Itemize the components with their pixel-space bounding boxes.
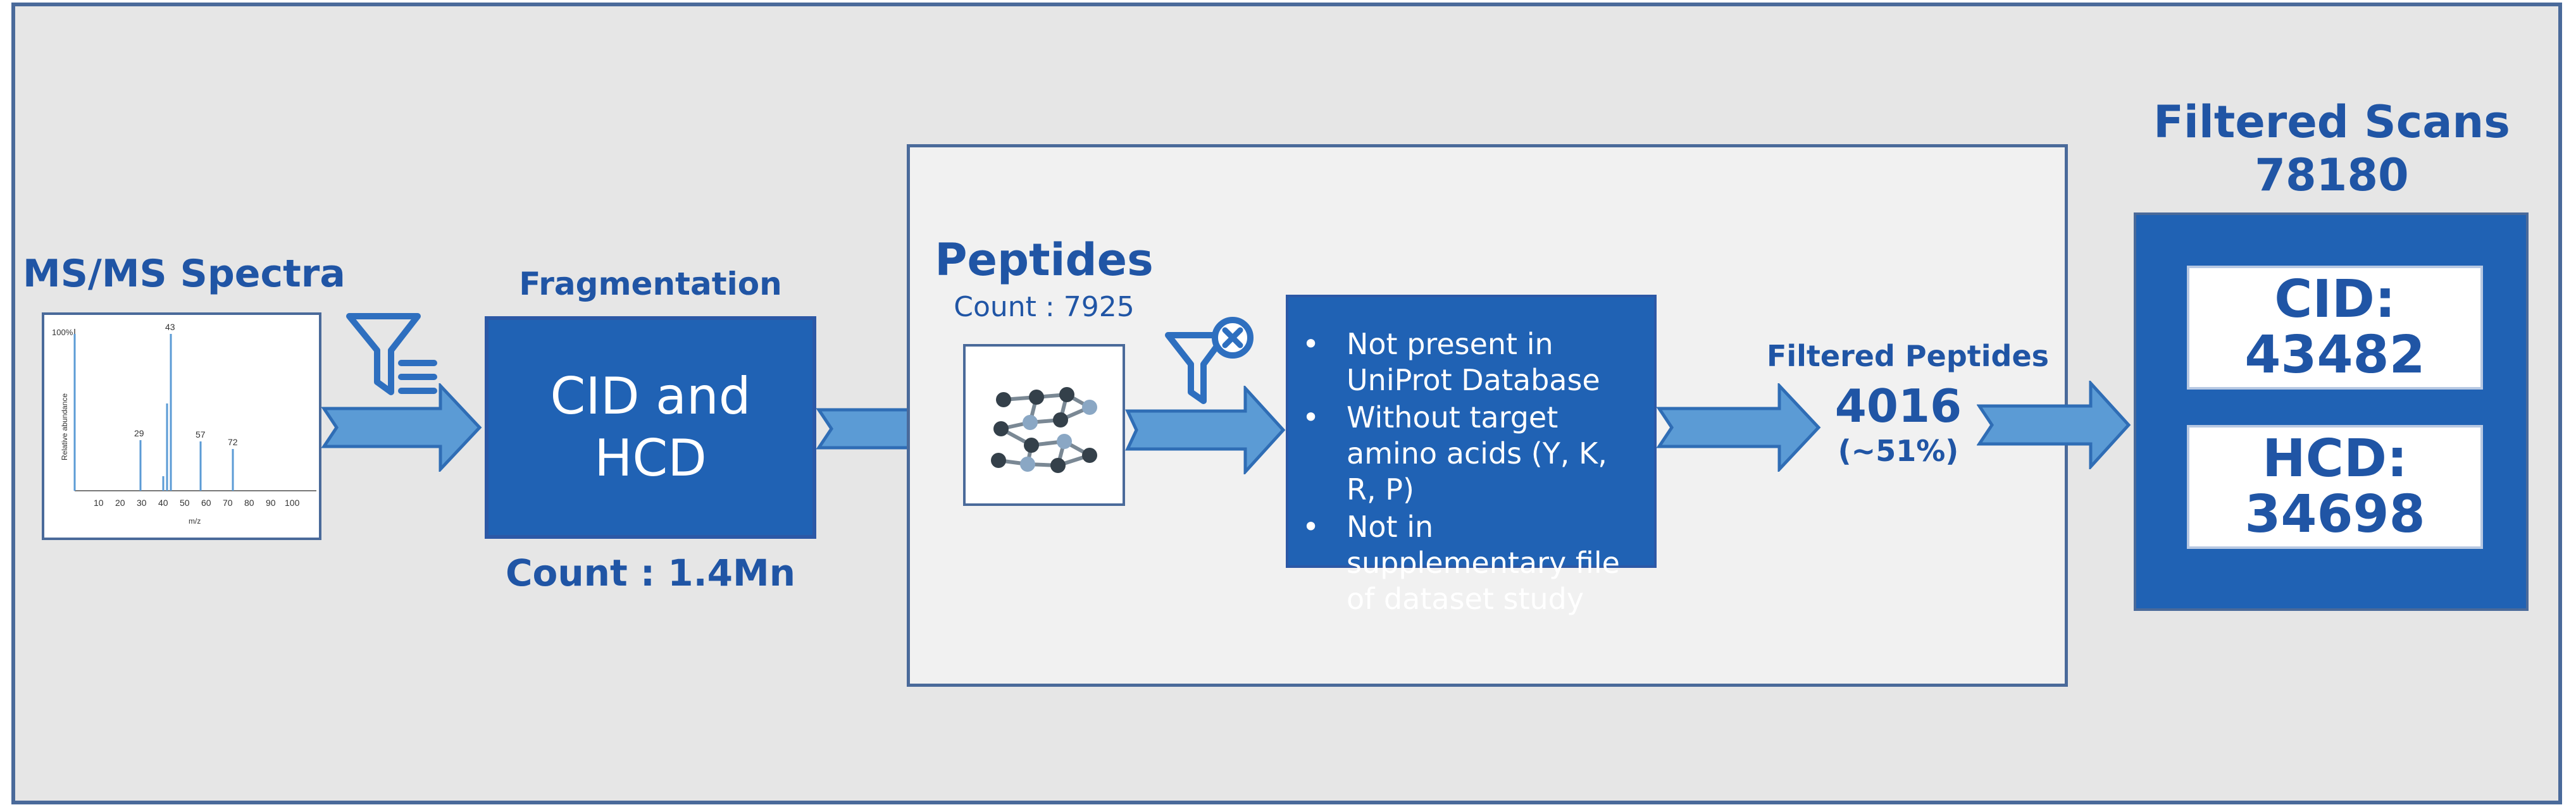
criteria-text: Not present in UniProt Database xyxy=(1347,327,1600,397)
ms-spectra-title: MS/MS Spectra xyxy=(23,252,345,296)
fragmentation-line2: HCD xyxy=(594,429,707,488)
fragmentation-box: CID and HCD xyxy=(485,316,816,539)
spectrum-x-ticks: 10 20 30 40 50 60 70 80 90 100 xyxy=(94,498,300,508)
hcd-value: 34698 xyxy=(2244,484,2425,544)
filter-criteria-box: • Not present in UniProt Database • With… xyxy=(1286,295,1657,616)
peptides-title: Peptides xyxy=(935,234,1154,286)
peak-label-29: 29 xyxy=(134,428,144,438)
x-tick: 90 xyxy=(266,498,276,508)
spectrum-top-label: 100% xyxy=(52,328,73,337)
x-tick: 10 xyxy=(94,498,104,508)
fragmentation-line1: CID and xyxy=(550,367,751,426)
flow-arrow xyxy=(1977,381,2131,469)
x-tick: 100 xyxy=(285,498,300,508)
molecule-icon xyxy=(991,387,1097,473)
flow-arrow xyxy=(321,383,482,472)
criteria-item: • Without target amino acids (Y, K, R, P… xyxy=(1302,400,1641,508)
peptide-icon-box xyxy=(963,344,1125,506)
peak-label-43: 43 xyxy=(165,322,175,332)
spectrum-y-axis-label: Relative abundance xyxy=(60,393,69,460)
cid-card: CID: 43482 xyxy=(2187,266,2483,390)
hcd-label: HCD: xyxy=(2262,429,2408,489)
criteria-text: Not in supplementary file of dataset stu… xyxy=(1347,510,1620,616)
fragmentation-count: Count : 1.4Mn xyxy=(505,551,796,594)
x-tick: 60 xyxy=(201,498,211,508)
criteria-item: • Not in supplementary file of dataset s… xyxy=(1302,509,1641,617)
filtered-scans-total: 78180 xyxy=(2255,149,2409,201)
peak-label-57: 57 xyxy=(196,429,206,440)
x-tick: 40 xyxy=(158,498,168,508)
flow-arrow xyxy=(1125,386,1286,474)
peak-label-72: 72 xyxy=(228,437,238,447)
x-tick: 70 xyxy=(223,498,233,508)
filtered-peptides-value: 4016 xyxy=(1834,379,1962,433)
criteria-text: Without target amino acids (Y, K, R, P) xyxy=(1347,400,1607,507)
fragmentation-title: Fragmentation xyxy=(519,266,782,302)
x-tick: 30 xyxy=(137,498,147,508)
cid-value: 43482 xyxy=(2244,325,2425,385)
filter-icon xyxy=(346,313,437,395)
filtered-scans-box: CID: 43482 HCD: 34698 xyxy=(2134,212,2529,611)
hcd-card: HCD: 34698 xyxy=(2187,425,2483,549)
filter-remove-icon xyxy=(1165,317,1254,404)
x-tick: 50 xyxy=(180,498,190,508)
spectrum-x-axis-label: m/z xyxy=(189,517,201,526)
filtered-peptides-title: Filtered Peptides xyxy=(1766,339,2050,373)
filtered-peptides-percent: (~51%) xyxy=(1838,434,1959,468)
filtered-scans-title: Filtered Scans xyxy=(2153,96,2510,148)
x-tick: 20 xyxy=(115,498,125,508)
flow-arrow xyxy=(1657,383,1821,472)
spectrum-thumbnail: 100% Relative abundance 29 43 57 72 10 2… xyxy=(42,312,321,540)
peptides-count: Count : 7925 xyxy=(954,291,1135,323)
cid-label: CID: xyxy=(2274,269,2396,329)
criteria-item: • Not present in UniProt Database xyxy=(1302,326,1641,398)
spectrum-plot: 100% Relative abundance 29 43 57 72 10 2… xyxy=(52,322,316,526)
x-tick: 80 xyxy=(244,498,254,508)
